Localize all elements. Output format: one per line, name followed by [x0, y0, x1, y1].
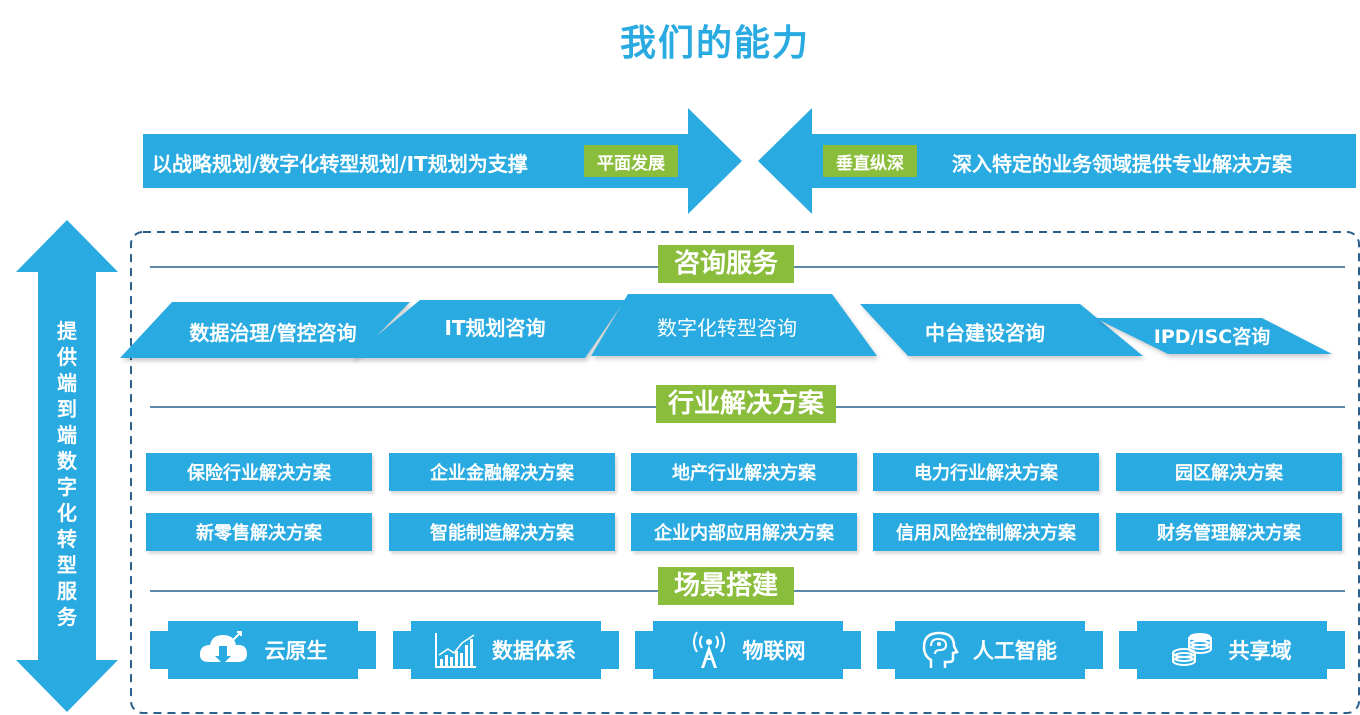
solution-item[interactable]: 企业内部应用解决方案: [631, 513, 857, 551]
scenario-label: 人工智能: [973, 639, 1057, 663]
side-label: 提供端到端数字化转型服务: [57, 319, 77, 629]
coins-icon: [1171, 631, 1215, 669]
consulting-shape-1: [120, 302, 410, 358]
bar-chart-icon: [434, 631, 478, 669]
page-title: 我们的能力: [619, 23, 810, 64]
scenario-label: 云原生: [264, 639, 328, 663]
solution-item[interactable]: 信用风险控制解决方案: [873, 513, 1099, 551]
cloud-download-icon: [197, 630, 251, 670]
solution-item[interactable]: 新零售解决方案: [146, 513, 372, 551]
consulting-item[interactable]: 数据治理/管控咨询: [189, 321, 357, 345]
banner-left-text: 以战略规划/数字化转型规划/IT规划为支撑: [152, 152, 528, 176]
left-arrow-shape: [758, 108, 1356, 214]
consulting-item[interactable]: IPD/ISC咨询: [1153, 326, 1271, 348]
scenario-tile-ai[interactable]: 人工智能: [877, 621, 1103, 679]
solution-item[interactable]: 财务管理解决方案: [1116, 513, 1342, 551]
consulting-item[interactable]: 中台建设咨询: [925, 321, 1045, 345]
section-title-solutions: 行业解决方案: [656, 385, 836, 423]
scenario-tile-iot[interactable]: 物联网: [635, 621, 861, 679]
solution-item[interactable]: 地产行业解决方案: [631, 453, 857, 491]
section-title-scenarios: 场景搭建: [658, 567, 794, 605]
vertical-double-arrow-shape: [16, 220, 118, 712]
consulting-shape-3: [591, 294, 877, 356]
scenario-label: 物联网: [742, 639, 806, 663]
dashed-container: [130, 231, 1360, 714]
consulting-item[interactable]: 数字化转型咨询: [657, 316, 797, 340]
banner-left-badge: 平面发展: [584, 145, 678, 177]
banner-right-badge: 垂直纵深: [823, 145, 917, 177]
solution-item[interactable]: 电力行业解决方案: [873, 453, 1099, 491]
right-arrow-shape: [143, 108, 742, 214]
banner-right-text: 深入特定的业务领域提供专业解决方案: [952, 152, 1292, 176]
scenario-tile-shared-domain[interactable]: 共享域: [1119, 621, 1345, 679]
section-title-consulting: 咨询服务: [658, 245, 794, 283]
consulting-shape-5: [1095, 318, 1332, 354]
consulting-shape-4: [860, 304, 1143, 356]
brain-head-icon: [921, 630, 959, 670]
solution-item[interactable]: 保险行业解决方案: [146, 453, 372, 491]
solution-item[interactable]: 园区解决方案: [1116, 453, 1342, 491]
scenario-label: 共享域: [1228, 639, 1292, 663]
solution-item[interactable]: 企业金融解决方案: [389, 453, 615, 491]
signal-tower-icon: [689, 630, 729, 670]
solution-item[interactable]: 智能制造解决方案: [389, 513, 615, 551]
consulting-shape-2: [350, 300, 625, 358]
consulting-item[interactable]: IT规划咨询: [444, 316, 546, 340]
scenario-label: 数据体系: [492, 639, 576, 663]
scenario-tile-data-system[interactable]: 数据体系: [393, 621, 619, 679]
scenario-tile-cloud-native[interactable]: 云原生: [150, 621, 376, 679]
